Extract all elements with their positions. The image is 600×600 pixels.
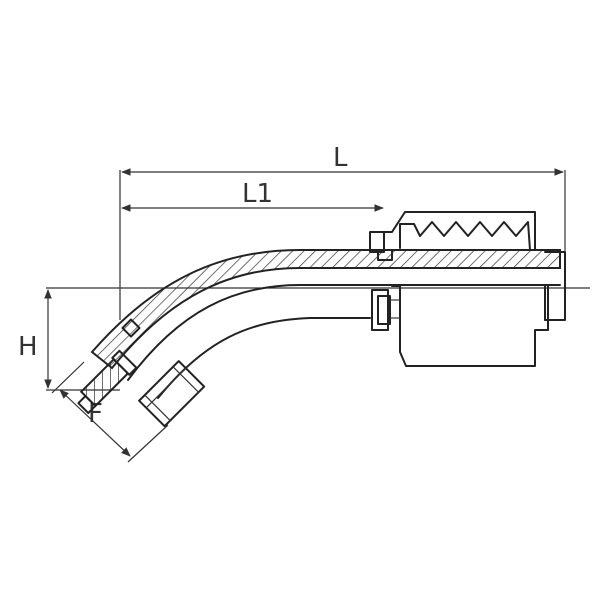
dimension-l: L — [119, 143, 566, 320]
tube-wall — [90, 249, 566, 399]
dimension-label-l: L — [333, 143, 348, 173]
dimension-f: F — [51, 361, 169, 463]
dimension-label-h: H — [18, 332, 38, 362]
flange-head — [77, 318, 206, 428]
dimension-label-l1: L1 — [242, 179, 273, 209]
dimension-h: H — [18, 287, 590, 391]
socket-lower — [371, 285, 549, 367]
dimension-l1: L1 — [121, 179, 384, 212]
dimension-label-f: F — [88, 399, 103, 429]
